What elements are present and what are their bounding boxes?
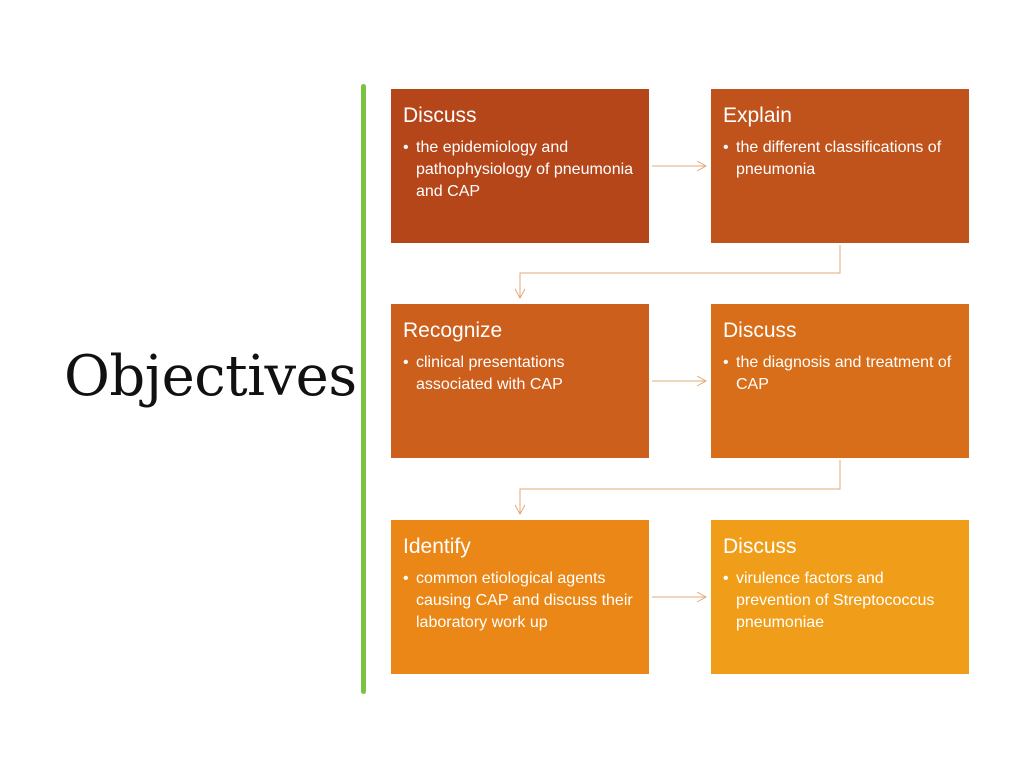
objective-heading: Discuss — [723, 319, 797, 342]
objective-text: clinical presentations associated with C… — [416, 354, 565, 393]
objective-heading: Identify — [403, 535, 471, 558]
objective-heading: Discuss — [723, 535, 797, 558]
objective-bullet-item: • the different classifications of pneum… — [723, 137, 957, 181]
objective-box-4: Discuss • the diagnosis and treatment of… — [711, 304, 969, 458]
objective-box-5: Identify • common etiological agents cau… — [391, 520, 649, 674]
objective-bullet-item: • clinical presentations associated with… — [403, 352, 637, 396]
objective-text: common etiological agents causing CAP an… — [416, 570, 633, 631]
arrow-4-to-5 — [514, 460, 841, 516]
bullet-icon: • — [403, 570, 409, 587]
objective-bullet-item: • the epidemiology and pathophysiology o… — [403, 137, 637, 203]
objective-bullet-item: • the diagnosis and treatment of CAP — [723, 352, 957, 396]
objective-box-6: Discuss • virulence factors and preventi… — [711, 520, 969, 674]
bullet-icon: • — [403, 354, 409, 371]
objective-text: the diagnosis and treatment of CAP — [736, 354, 952, 393]
objective-box-2: Explain • the different classifications … — [711, 89, 969, 243]
objective-bullet-item: • common etiological agents causing CAP … — [403, 568, 637, 634]
objective-box-1: Discuss • the epidemiology and pathophys… — [391, 89, 649, 243]
objective-bullet-item: • virulence factors and prevention of St… — [723, 568, 957, 634]
objective-heading: Discuss — [403, 104, 477, 127]
objective-heading: Explain — [723, 104, 792, 127]
vertical-divider — [361, 84, 366, 694]
objective-text: the epidemiology and pathophysiology of … — [416, 139, 634, 200]
bullet-icon: • — [403, 139, 409, 156]
objective-text: the different classifications of pneumon… — [736, 139, 942, 178]
bullet-icon: • — [723, 354, 729, 371]
slide-title: Objectives — [64, 344, 357, 409]
objective-box-3: Recognize • clinical presentations assoc… — [391, 304, 649, 458]
objective-text: virulence factors and prevention of Stre… — [736, 570, 935, 631]
bullet-icon: • — [723, 139, 729, 156]
arrow-2-to-3 — [514, 245, 841, 300]
objective-heading: Recognize — [403, 319, 503, 342]
bullet-icon: • — [723, 570, 729, 587]
